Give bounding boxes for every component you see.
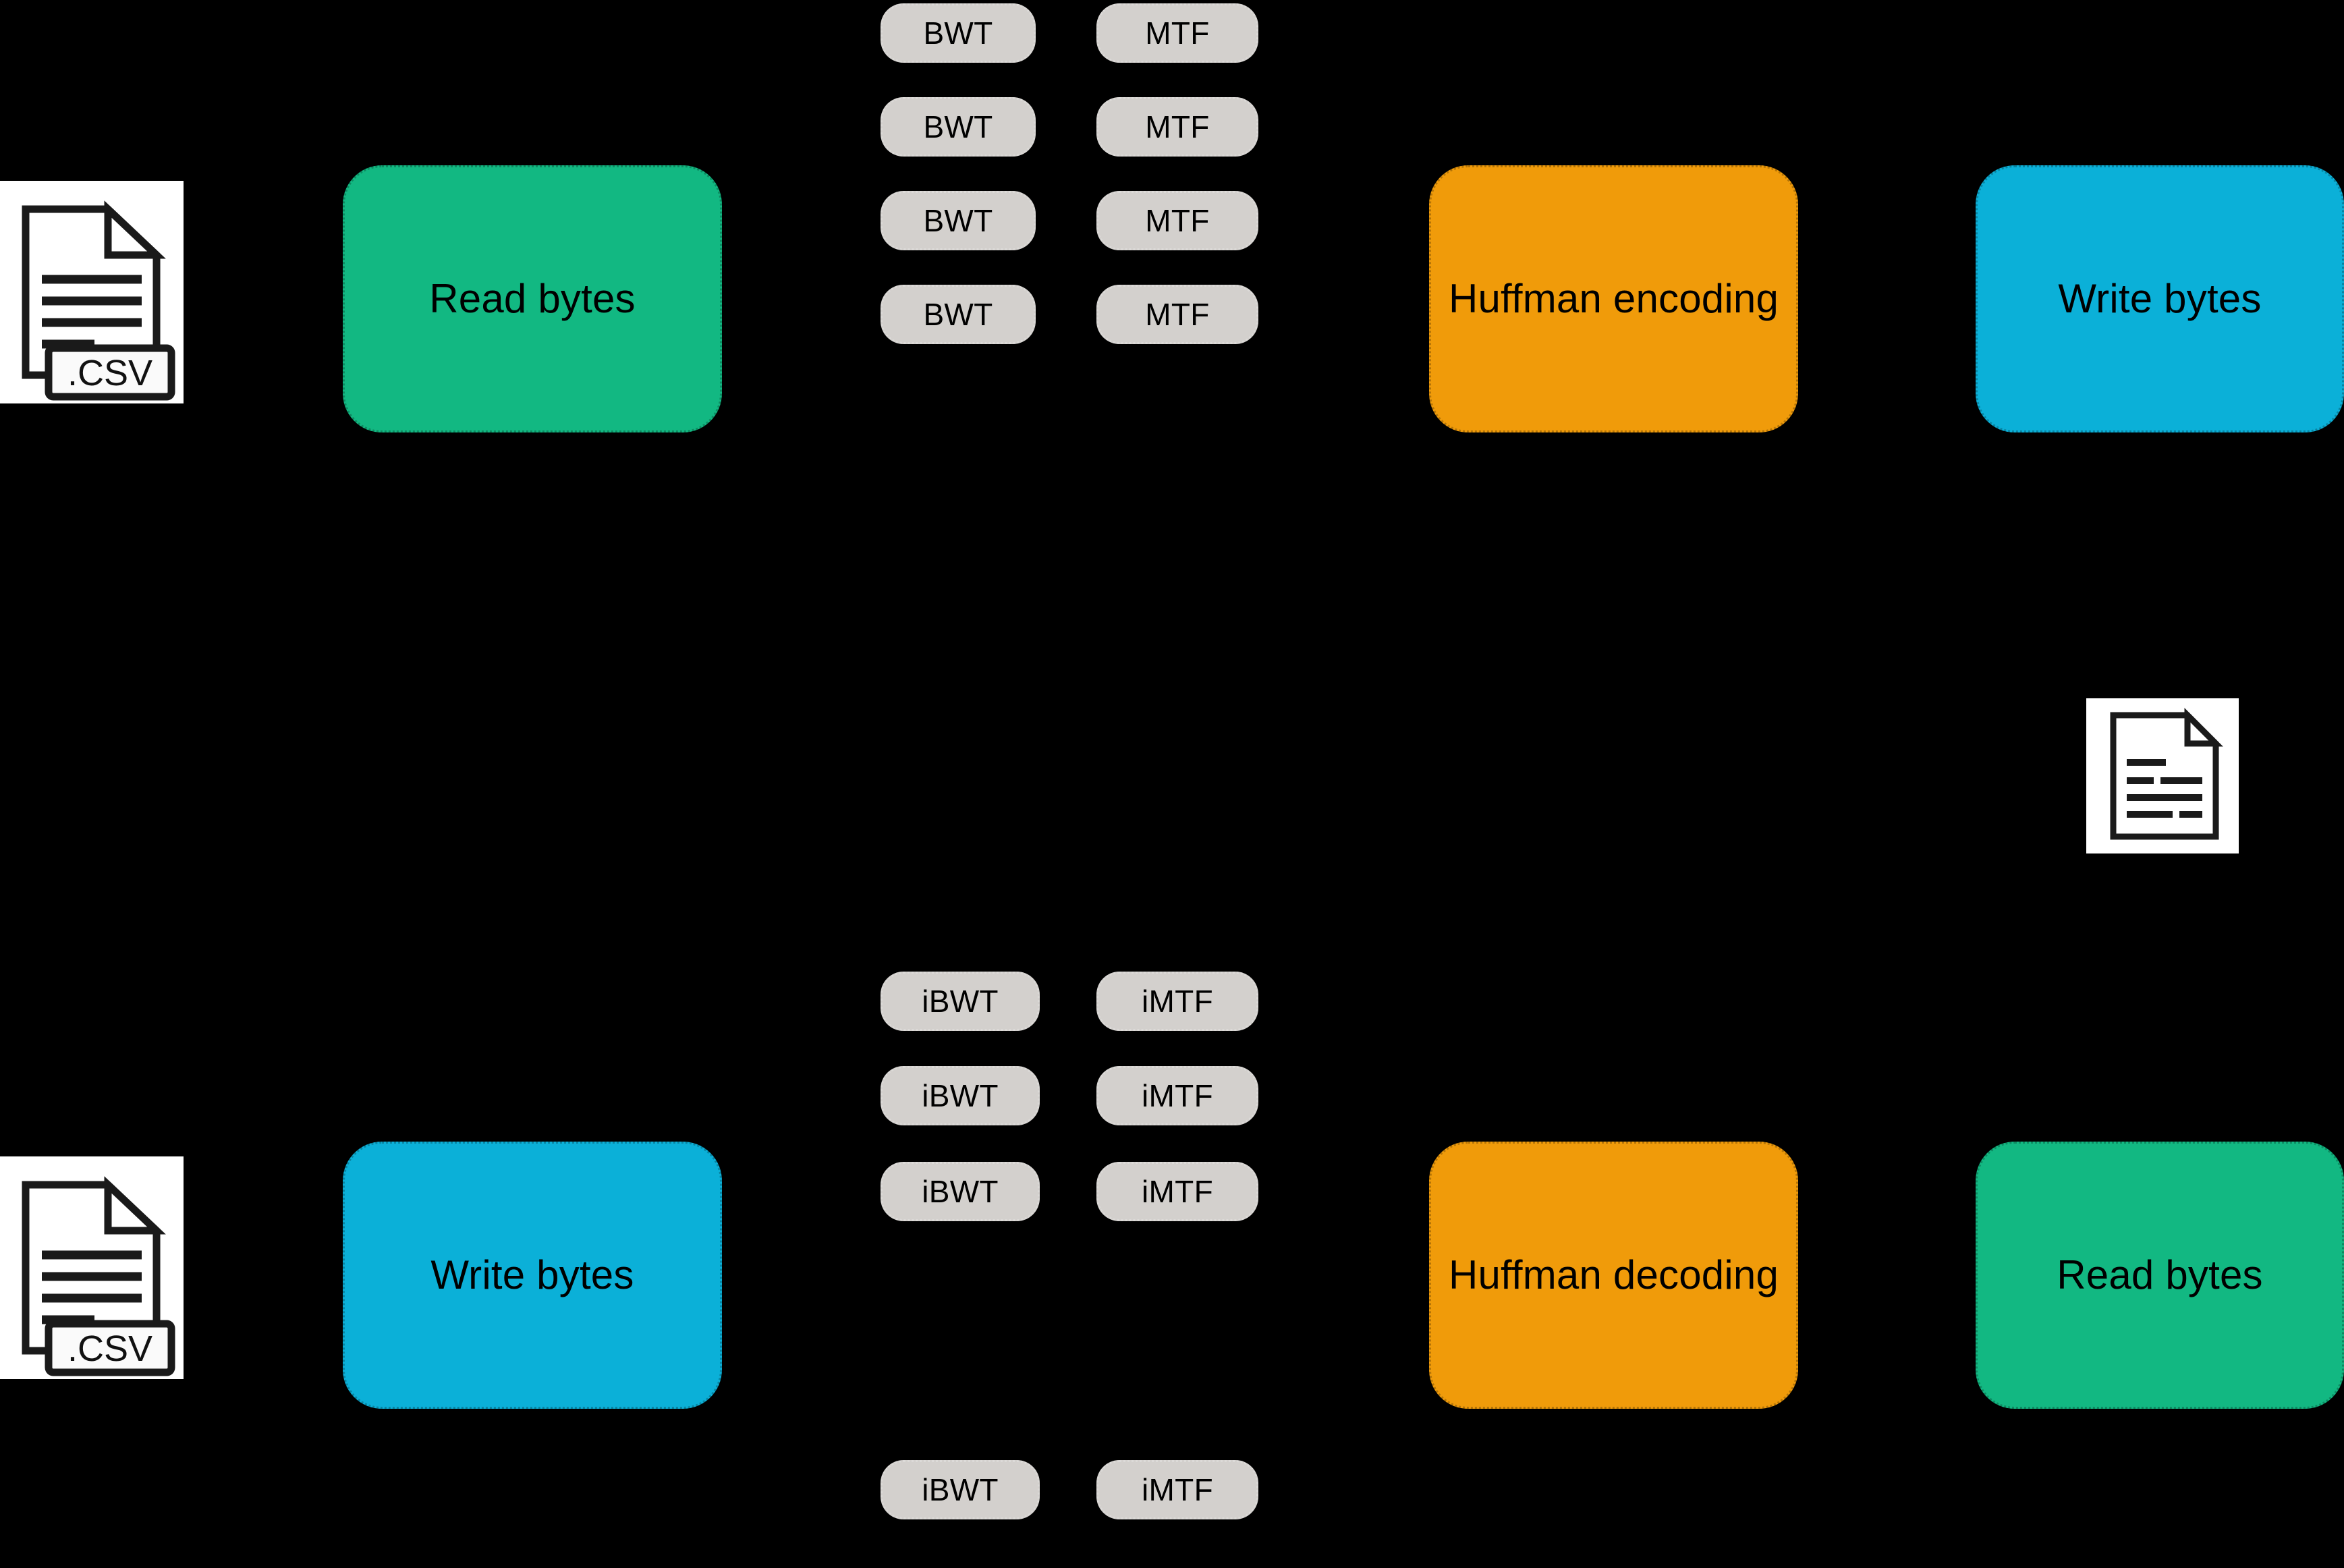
chip-label: MTF — [1145, 109, 1210, 144]
chip-label: MTF — [1145, 202, 1210, 238]
stage-read-bytes-decompress[interactable]: Read bytes — [1976, 1142, 2344, 1409]
chip-label: MTF — [1145, 15, 1210, 51]
stage-label: Write bytes — [2058, 276, 2262, 321]
chip-mtf-4[interactable]: MTF — [1096, 285, 1258, 344]
stage-label: Huffman encoding — [1448, 276, 1779, 321]
chip-imtf-3[interactable]: iMTF — [1096, 1162, 1258, 1221]
csv-file-icon-output: .CSV — [0, 1156, 184, 1379]
stage-label: Read bytes — [429, 276, 636, 321]
stage-write-bytes-decompress[interactable]: Write bytes — [343, 1142, 722, 1409]
chip-label: iBWT — [922, 1472, 999, 1507]
chip-label: iMTF — [1142, 983, 1213, 1019]
chip-bwt-3[interactable]: BWT — [881, 191, 1036, 250]
csv-extension-label: .CSV — [67, 1328, 152, 1369]
chip-label: iBWT — [922, 1173, 999, 1209]
chip-bwt-1[interactable]: BWT — [881, 3, 1036, 63]
chip-label: BWT — [923, 296, 993, 332]
stage-write-bytes-compress[interactable]: Write bytes — [1976, 165, 2344, 432]
chip-label: BWT — [923, 202, 993, 238]
chip-label: iBWT — [922, 1077, 999, 1113]
chip-imtf-2[interactable]: iMTF — [1096, 1066, 1258, 1125]
chip-imtf-1[interactable]: iMTF — [1096, 972, 1258, 1031]
chip-imtf-4[interactable]: iMTF — [1096, 1460, 1258, 1519]
stage-label: Huffman decoding — [1448, 1252, 1779, 1297]
chip-label: iBWT — [922, 983, 999, 1019]
chip-bwt-2[interactable]: BWT — [881, 97, 1036, 157]
chip-mtf-3[interactable]: MTF — [1096, 191, 1258, 250]
chip-bwt-4[interactable]: BWT — [881, 285, 1036, 344]
chip-ibwt-1[interactable]: iBWT — [881, 972, 1040, 1031]
stage-label: Write bytes — [430, 1252, 634, 1297]
stage-huffman-encoding[interactable]: Huffman encoding — [1429, 165, 1798, 432]
document-file-icon-intermediate — [2086, 698, 2239, 853]
chip-label: iMTF — [1142, 1472, 1213, 1507]
chip-mtf-2[interactable]: MTF — [1096, 97, 1258, 157]
chip-ibwt-2[interactable]: iBWT — [881, 1066, 1040, 1125]
chip-ibwt-3[interactable]: iBWT — [881, 1162, 1040, 1221]
stage-label: Read bytes — [2057, 1252, 2263, 1297]
chip-label: iMTF — [1142, 1173, 1213, 1209]
chip-label: MTF — [1145, 296, 1210, 332]
chip-label: BWT — [923, 109, 993, 144]
chip-label: BWT — [923, 15, 993, 51]
stage-read-bytes-compress[interactable]: Read bytes — [343, 165, 722, 432]
csv-file-icon-input: .CSV — [0, 181, 184, 403]
chip-ibwt-4[interactable]: iBWT — [881, 1460, 1040, 1519]
csv-extension-label: .CSV — [67, 353, 152, 393]
chip-label: iMTF — [1142, 1077, 1213, 1113]
chip-mtf-1[interactable]: MTF — [1096, 3, 1258, 63]
stage-huffman-decoding[interactable]: Huffman decoding — [1429, 1142, 1798, 1409]
